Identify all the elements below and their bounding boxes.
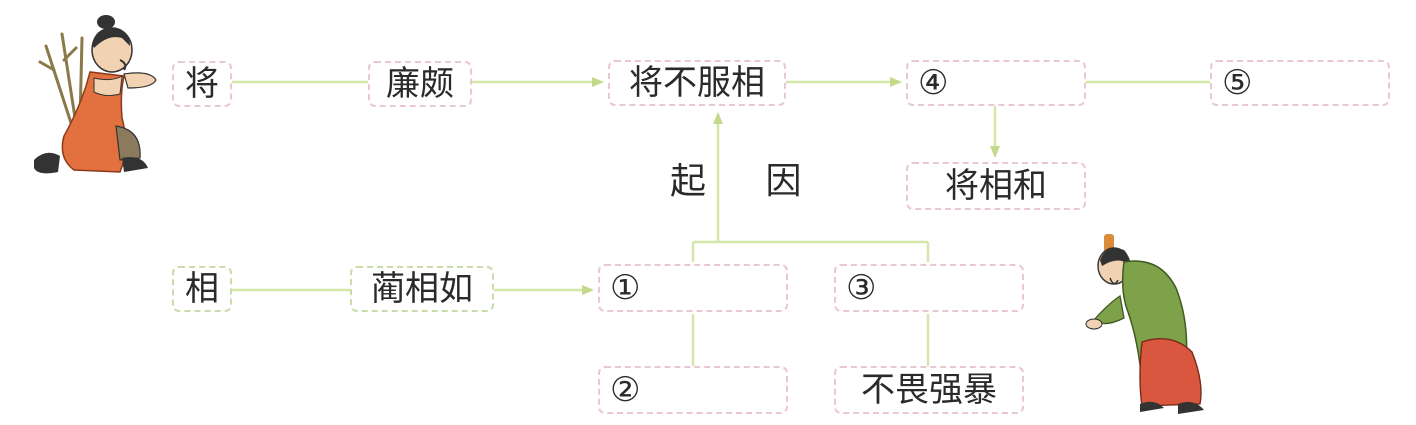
blank-box-3[interactable]: ③ <box>834 264 1024 312</box>
minister-bowing-illustration <box>1085 234 1204 414</box>
node-lianpo-label: 廉颇 <box>386 64 454 104</box>
node-conflict: 将不服相 <box>608 60 786 106</box>
blank-box-1[interactable]: ① <box>598 264 788 312</box>
cause-label: 起 因 <box>670 161 826 202</box>
node-harmony: 将相和 <box>906 162 1086 210</box>
blank-4-label: ④ <box>918 63 949 103</box>
node-lin-xiangru-label: 蔺相如 <box>371 269 473 309</box>
node-lianpo: 廉颇 <box>368 61 472 107</box>
node-xiang-label: 相 <box>185 269 219 309</box>
node-conflict-label: 将不服相 <box>629 63 765 103</box>
node-jiang: 将 <box>172 61 232 107</box>
blank-1-label: ① <box>610 268 641 308</box>
node-jiang-label: 将 <box>185 64 219 104</box>
node-xiang: 相 <box>172 266 232 312</box>
general-kneeling-illustration <box>34 15 157 174</box>
blank-box-5[interactable]: ⑤ <box>1210 60 1390 106</box>
node-lin-xiangru: 蔺相如 <box>350 266 494 312</box>
node-not-fear-label: 不畏强暴 <box>861 370 997 410</box>
blank-2-label: ② <box>610 370 641 410</box>
blank-box-2[interactable]: ② <box>598 366 788 414</box>
blank-box-4[interactable]: ④ <box>906 60 1086 106</box>
blank-5-label: ⑤ <box>1222 63 1253 103</box>
node-not-fear: 不畏强暴 <box>834 366 1024 414</box>
blank-3-label: ③ <box>846 268 877 308</box>
node-harmony-label: 将相和 <box>945 166 1047 206</box>
